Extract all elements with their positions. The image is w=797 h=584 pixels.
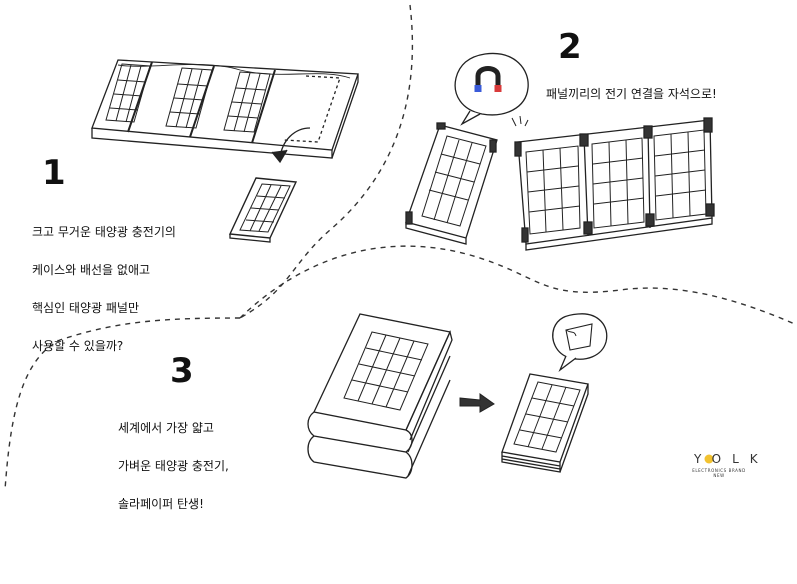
step3-solar-paper bbox=[501, 373, 589, 473]
paper-icon bbox=[565, 323, 593, 351]
brand-logo: YOLK ELECTRONICS BRAND NEW bbox=[686, 452, 769, 478]
brand-tagline: ELECTRONICS BRAND NEW bbox=[692, 468, 746, 478]
step2-single-panel bbox=[405, 115, 529, 245]
brand-sun-icon bbox=[704, 454, 714, 464]
magnet-bubble bbox=[454, 52, 529, 126]
step3-text: 세계에서 가장 얇고 가벼운 태양광 충전기, 솔라페이퍼 탄생! bbox=[118, 400, 229, 533]
divider-lines bbox=[4, 4, 797, 491]
step3-line: 세계에서 가장 얇고 bbox=[118, 421, 214, 435]
step1-text: 크고 무거운 태양광 충전기의 케이스와 배선을 없애고 핵심인 태양광 패널만… bbox=[32, 204, 176, 375]
step3-line: 솔라페이퍼 탄생! bbox=[118, 497, 204, 511]
magnet-icon bbox=[474, 66, 502, 92]
step-number-1: 1 bbox=[42, 153, 66, 193]
step1-line: 크고 무거운 태양광 충전기의 bbox=[32, 225, 176, 239]
step1-line: 핵심인 태양광 패널만 bbox=[32, 301, 139, 315]
step1-line: 케이스와 배선을 없애고 bbox=[32, 263, 151, 277]
paper-bubble bbox=[552, 313, 608, 372]
step-number-2: 2 bbox=[558, 27, 582, 67]
brand-name: YOLK bbox=[694, 452, 769, 466]
arrow-icon bbox=[459, 393, 495, 413]
step3-thick-charger bbox=[307, 313, 453, 479]
step2-text: 패널끼리의 전기 연결을 자석으로! bbox=[546, 66, 717, 123]
step-number-3: 3 bbox=[170, 351, 194, 391]
step2-connected-panels bbox=[514, 117, 715, 251]
step3-line: 가벼운 태양광 충전기, bbox=[118, 459, 229, 473]
step1-line: 사용할 수 있을까? bbox=[32, 339, 124, 353]
step2-line: 패널끼리의 전기 연결을 자석으로! bbox=[546, 87, 717, 101]
step1-case-drawing bbox=[91, 59, 359, 243]
